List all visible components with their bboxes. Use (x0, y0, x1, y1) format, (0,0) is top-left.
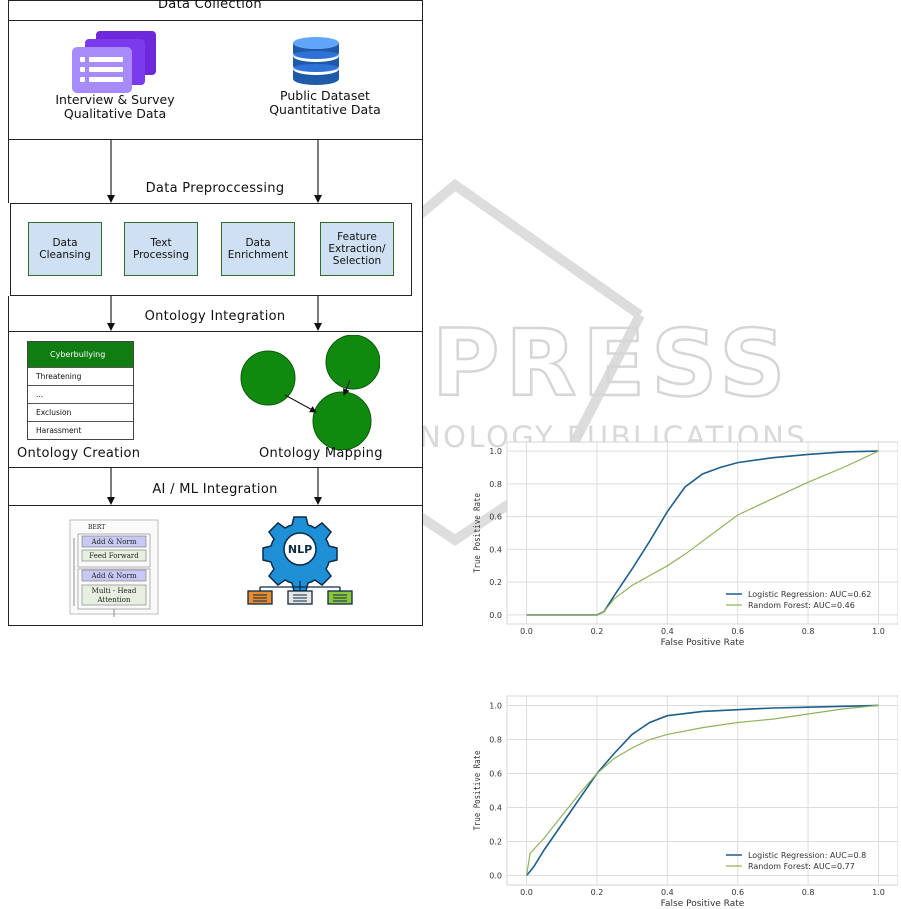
x-tick-label: 1.0 (872, 888, 885, 897)
y-tick-label: 0.6 (489, 513, 502, 522)
preprocessing-title: Data Preproccessing (145, 181, 285, 196)
legend-entry: Random Forest: AUC=0.77 (748, 862, 855, 871)
legend-entry: Random Forest: AUC=0.46 (748, 601, 855, 610)
legend-entry: Logistic Regression: AUC=0.62 (748, 590, 871, 599)
database-icon (293, 37, 339, 85)
bert-block-text: Add & Norm (90, 538, 136, 546)
quantitative-source-label: Public Dataset Quantitative Data (240, 89, 410, 117)
ai-ml-integration-title: AI / ML Integration (152, 482, 278, 497)
ontology-mapping-label: Ontology Mapping (259, 446, 383, 461)
x-tick-label: 0.4 (661, 888, 674, 897)
ontology-integration-title: Ontology Integration (144, 309, 286, 324)
ontology-node (325, 335, 380, 390)
ontology-node (312, 391, 372, 450)
series-line (525, 704, 879, 876)
x-tick-label: 0.2 (591, 627, 604, 636)
step-text: Extraction/ (328, 243, 386, 255)
step-text: Selection (332, 255, 382, 267)
x-tick-label: 0.0 (520, 627, 533, 636)
y-tick-label: 0.2 (489, 578, 502, 587)
y-axis-label: True Positive Rate (471, 493, 482, 573)
bert-block-text: Multi - Head (92, 587, 137, 595)
series-line (526, 450, 879, 616)
y-tick-label: 1.0 (489, 447, 502, 456)
x-tick-label: 0.8 (802, 888, 815, 897)
bert-title: BERT (88, 524, 105, 531)
y-tick-label: 0.0 (489, 872, 502, 881)
ontology-mapping-graph (240, 335, 380, 450)
top-border-line (8, 0, 423, 1)
step-text: Data (52, 237, 78, 249)
qualitative-line-2: Qualitative Data (63, 106, 167, 121)
y-tick-label: 0.4 (489, 804, 502, 813)
left-border-line-low (8, 468, 9, 505)
step-text: Text (150, 237, 172, 249)
y-tick-label: 0.8 (489, 735, 502, 744)
roc-chart-2: 0.0 0.2 0.4 0.6 0.8 1.0 0.0 0.2 0.4 0.6 0.8 1.0Fals… (471, 695, 898, 909)
left-border-line (8, 140, 9, 203)
document-icon (287, 590, 313, 605)
x-axis-label: False Positive Rate (661, 638, 745, 648)
bert-block-text: Add & Norm (90, 572, 136, 580)
ontology-row: Exclusion (28, 403, 133, 421)
ontology-row: ... (28, 385, 133, 403)
ontology-table-header: Cyberbullying (28, 342, 133, 367)
series-line (525, 704, 879, 877)
quantitative-line-1: Public Dataset (280, 88, 370, 103)
qualitative-line-1: Interview & Survey (55, 92, 175, 107)
ontology-row: Harassment (28, 421, 133, 439)
x-tick-label: 0.0 (520, 888, 533, 897)
qualitative-source-label: Interview & Survey Qualitative Data (30, 93, 200, 121)
y-axis-label: True Positive Rate (471, 751, 482, 831)
quantitative-line-2: Quantitative Data (269, 102, 381, 117)
y-tick-label: 0.2 (489, 838, 502, 847)
nlp-gear-icon: NLP (247, 516, 353, 605)
bert-block-text: Attention (97, 596, 131, 604)
x-tick-label: 0.8 (802, 627, 815, 636)
legend-entry: Logistic Regression: AUC=0.8 (748, 851, 866, 860)
ontology-creation-label: Ontology Creation (17, 446, 141, 461)
ontology-row: Threatening (28, 367, 133, 385)
roc-chart-1: 0.0 0.2 0.4 0.6 0.8 1.0 0.0 0.2 0.4 0.6 0.8 1.0Fals… (471, 441, 898, 648)
survey-form-icon (72, 31, 156, 93)
y-tick-label: 0.0 (489, 611, 502, 620)
y-tick-label: 0.8 (489, 480, 502, 489)
step-text: Data (245, 237, 271, 249)
data-collection-title: Data Collection (158, 0, 262, 12)
y-tick-label: 1.0 (489, 701, 502, 710)
bert-architecture-icon: BERT Add & Norm Feed Forward Add & Norm … (68, 518, 159, 617)
document-icon (247, 590, 273, 605)
ontology-node (240, 350, 296, 406)
right-border-line (422, 0, 423, 626)
step-text: Processing (132, 249, 190, 261)
x-tick-label: 1.0 (872, 627, 885, 636)
x-tick-label: 0.2 (591, 888, 604, 897)
step-text: Feature (337, 231, 377, 243)
left-border-line-mid (8, 296, 9, 331)
x-axis-label: False Positive Rate (661, 899, 745, 909)
document-icon (327, 590, 353, 605)
x-tick-label: 0.6 (731, 627, 744, 636)
x-tick-label: 0.4 (661, 627, 674, 636)
y-tick-label: 0.4 (489, 545, 502, 554)
y-tick-label: 0.6 (489, 769, 502, 778)
nlp-text: NLP (288, 543, 312, 556)
left-border-line-top (8, 0, 9, 20)
bert-block-text: Feed Forward (89, 552, 139, 560)
x-tick-label: 0.6 (731, 888, 744, 897)
flow-arrows (107, 140, 322, 505)
ontology-table: Cyberbullying Threatening ... Exclusion … (27, 341, 134, 440)
step-text: Cleansing (39, 249, 91, 261)
step-text: Enrichment (227, 249, 289, 261)
